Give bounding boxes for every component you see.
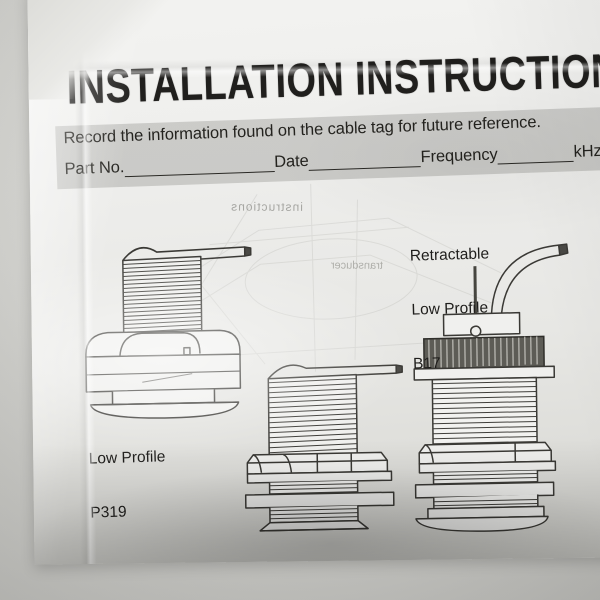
label-p319: Low Profile P319 [87, 412, 168, 558]
instruction-sheet: instructions transducer INSTALLATION INS… [27, 0, 600, 565]
frequency-unit-label: kHz [573, 141, 600, 161]
field-label-part-no: Part No. [64, 158, 125, 179]
showthrough-text-secondary: transducer [330, 259, 383, 272]
field-label-date: Date [273, 151, 309, 172]
label-p319-line1: Low Profile [88, 448, 166, 468]
label-b17: Retractable Low Profile B17 [409, 209, 494, 409]
center-washer [244, 491, 395, 509]
showthrough-text: instructions [230, 199, 303, 214]
diagram-center-drawing [244, 364, 403, 532]
label-b17-line1: Retractable [409, 245, 490, 265]
field-label-frequency: Frequency [420, 145, 498, 167]
label-b17-line3: B17 [412, 354, 441, 373]
b17-cable-inner [500, 254, 560, 314]
label-b17-line2: Low Profile [411, 299, 489, 319]
page-title: INSTALLATION INSTRUCTIONS [65, 44, 600, 115]
field-input-frequency[interactable] [497, 147, 574, 165]
b17-cable-outer [490, 244, 559, 315]
diagram-center-transducer [238, 343, 420, 535]
label-p319-line2: P319 [90, 503, 127, 522]
printed-content: instructions transducer INSTALLATION INS… [28, 0, 600, 565]
